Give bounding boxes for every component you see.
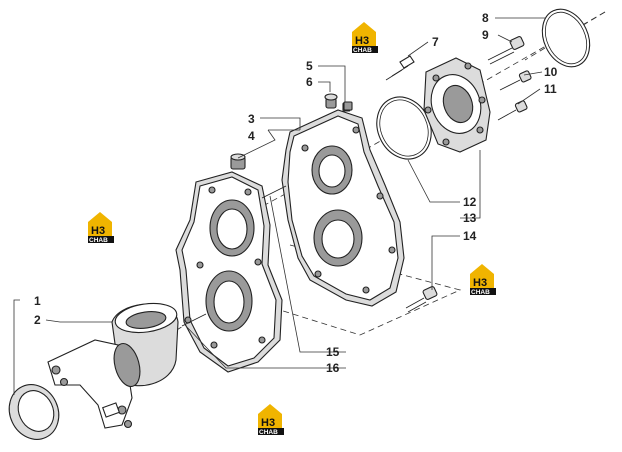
o-ring-part-8 <box>541 8 591 68</box>
bolt-part-10 <box>499 70 532 91</box>
callout-12: 12 <box>463 195 477 209</box>
bolt-part-11 <box>497 100 528 121</box>
rear-housing-part-3 <box>281 97 405 307</box>
logo-mark-left: H3 <box>91 225 105 237</box>
callout-10: 10 <box>544 65 558 79</box>
logo-mark-right: H3 <box>473 277 487 289</box>
callout-6: 6 <box>306 75 313 89</box>
logo-word-bottom: CHAB <box>259 429 278 436</box>
plug-part-4 <box>230 153 246 170</box>
leader-lines <box>13 17 545 395</box>
watermark-logo-right: H3 CHAB <box>470 264 496 296</box>
callout-13: 13 <box>463 211 477 225</box>
callout-2: 2 <box>34 313 41 327</box>
seal-ring-part-1 <box>8 384 60 440</box>
watermark-logo-top: H3 CHAB <box>352 22 378 54</box>
callout-4: 4 <box>248 129 255 143</box>
callout-14: 14 <box>463 229 477 243</box>
logo-word-top: CHAB <box>353 47 372 54</box>
callout-8: 8 <box>482 11 489 25</box>
logo-mark-bottom: H3 <box>261 417 275 429</box>
callout-9: 9 <box>482 28 489 42</box>
yoke-flange-part-2 <box>47 302 179 429</box>
callout-3: 3 <box>248 112 255 126</box>
watermark-logo-left: H3 CHAB <box>88 212 114 244</box>
logo-mark-top: H3 <box>355 35 369 47</box>
callout-1: 1 <box>34 294 41 308</box>
callout-11: 11 <box>544 82 557 96</box>
callout-15: 15 <box>326 345 340 359</box>
callout-5: 5 <box>306 59 313 73</box>
dowel-pin-part-15 <box>181 185 287 327</box>
front-housing-part-16 <box>175 171 283 373</box>
callout-7: 7 <box>432 35 439 49</box>
bolt-part-14 <box>405 286 438 313</box>
washer-part-6 <box>324 93 338 101</box>
nut-part-5 <box>343 101 353 111</box>
watermark-logo-bottom: H3 CHAB <box>258 404 284 436</box>
bolt-part-9 <box>487 36 525 65</box>
logo-word-right: CHAB <box>471 289 490 296</box>
bearing-cover-part-13 <box>423 57 491 153</box>
callout-numbers: 1 2 3 4 5 6 7 8 9 10 11 12 13 14 15 16 <box>34 11 558 375</box>
callout-16: 16 <box>326 361 340 375</box>
bolt-part-7 <box>385 55 415 81</box>
logo-word-left: CHAB <box>89 237 108 244</box>
